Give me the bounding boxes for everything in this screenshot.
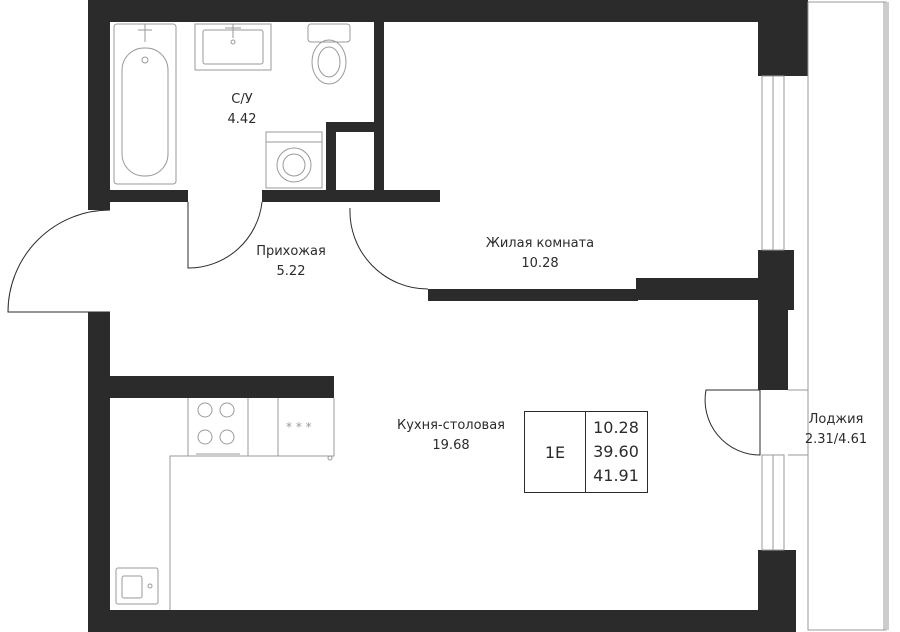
apartment-areas: 10.28 39.60 41.91 [585, 412, 647, 492]
room-label-living-room: Жилая комната 10.28 [470, 234, 610, 274]
wall-right-top [758, 0, 808, 76]
total-area: 39.60 [593, 442, 639, 461]
windows [761, 75, 785, 551]
wall-bath-right [374, 22, 384, 202]
room-label-bathroom: С/У 4.42 [212, 90, 272, 130]
stove [196, 402, 240, 455]
wall-living-bottom [428, 289, 638, 301]
washing-machine [265, 131, 323, 189]
room-area: 19.68 [432, 438, 470, 453]
wall-right-pillar [758, 300, 788, 390]
wall-bath-bottom-right [262, 190, 440, 202]
door-entrance [7, 209, 111, 313]
wall-bath-bottom-left [110, 190, 188, 202]
wall-left-upper [88, 0, 110, 210]
living-area: 10.28 [593, 418, 639, 437]
room-name: Лоджия [808, 412, 864, 427]
doors [7, 201, 761, 456]
wall-right-lower [758, 550, 796, 632]
total-with-loggia: 41.91 [593, 466, 639, 485]
wall-living-bottom-thick [636, 278, 760, 300]
room-label-loggia: Лоджия 2.31/4.61 [796, 410, 876, 450]
room-label-hallway: Прихожая 5.22 [246, 242, 336, 282]
toilet [307, 23, 351, 85]
room-label-kitchen: Кухня-столовая 19.68 [376, 416, 526, 456]
loggia [788, 1, 889, 631]
wall-left-lower [88, 312, 110, 632]
bathtub [113, 23, 177, 185]
room-area: 2.31/4.61 [804, 432, 868, 447]
wall-shaft-left [326, 122, 336, 194]
door-loggia [704, 389, 761, 456]
door-bathroom [187, 201, 263, 269]
wall-shaft-top [326, 122, 382, 132]
room-area: 10.28 [521, 256, 559, 271]
kitchen-counter [169, 398, 335, 610]
room-name: Кухня-столовая [396, 418, 505, 433]
kitchen-sink [115, 567, 159, 605]
room-area: 5.22 [276, 264, 306, 279]
svg-text:* * *: * * * [286, 420, 312, 434]
room-name: Жилая комната [485, 236, 595, 251]
room-name: Прихожая [256, 244, 326, 259]
apartment-summary: 1Е 10.28 39.60 41.91 [524, 411, 648, 493]
apartment-code: 1Е [525, 412, 586, 492]
room-name: С/У [231, 92, 253, 107]
kitchen-appliance: * * * [286, 420, 333, 461]
bathroom-sink [194, 23, 272, 71]
wall-bottom [88, 610, 796, 632]
walls [88, 0, 808, 632]
door-living [349, 207, 429, 290]
room-area: 4.42 [227, 112, 257, 127]
wall-top [88, 0, 808, 22]
wall-kitchen-counter [110, 376, 334, 398]
